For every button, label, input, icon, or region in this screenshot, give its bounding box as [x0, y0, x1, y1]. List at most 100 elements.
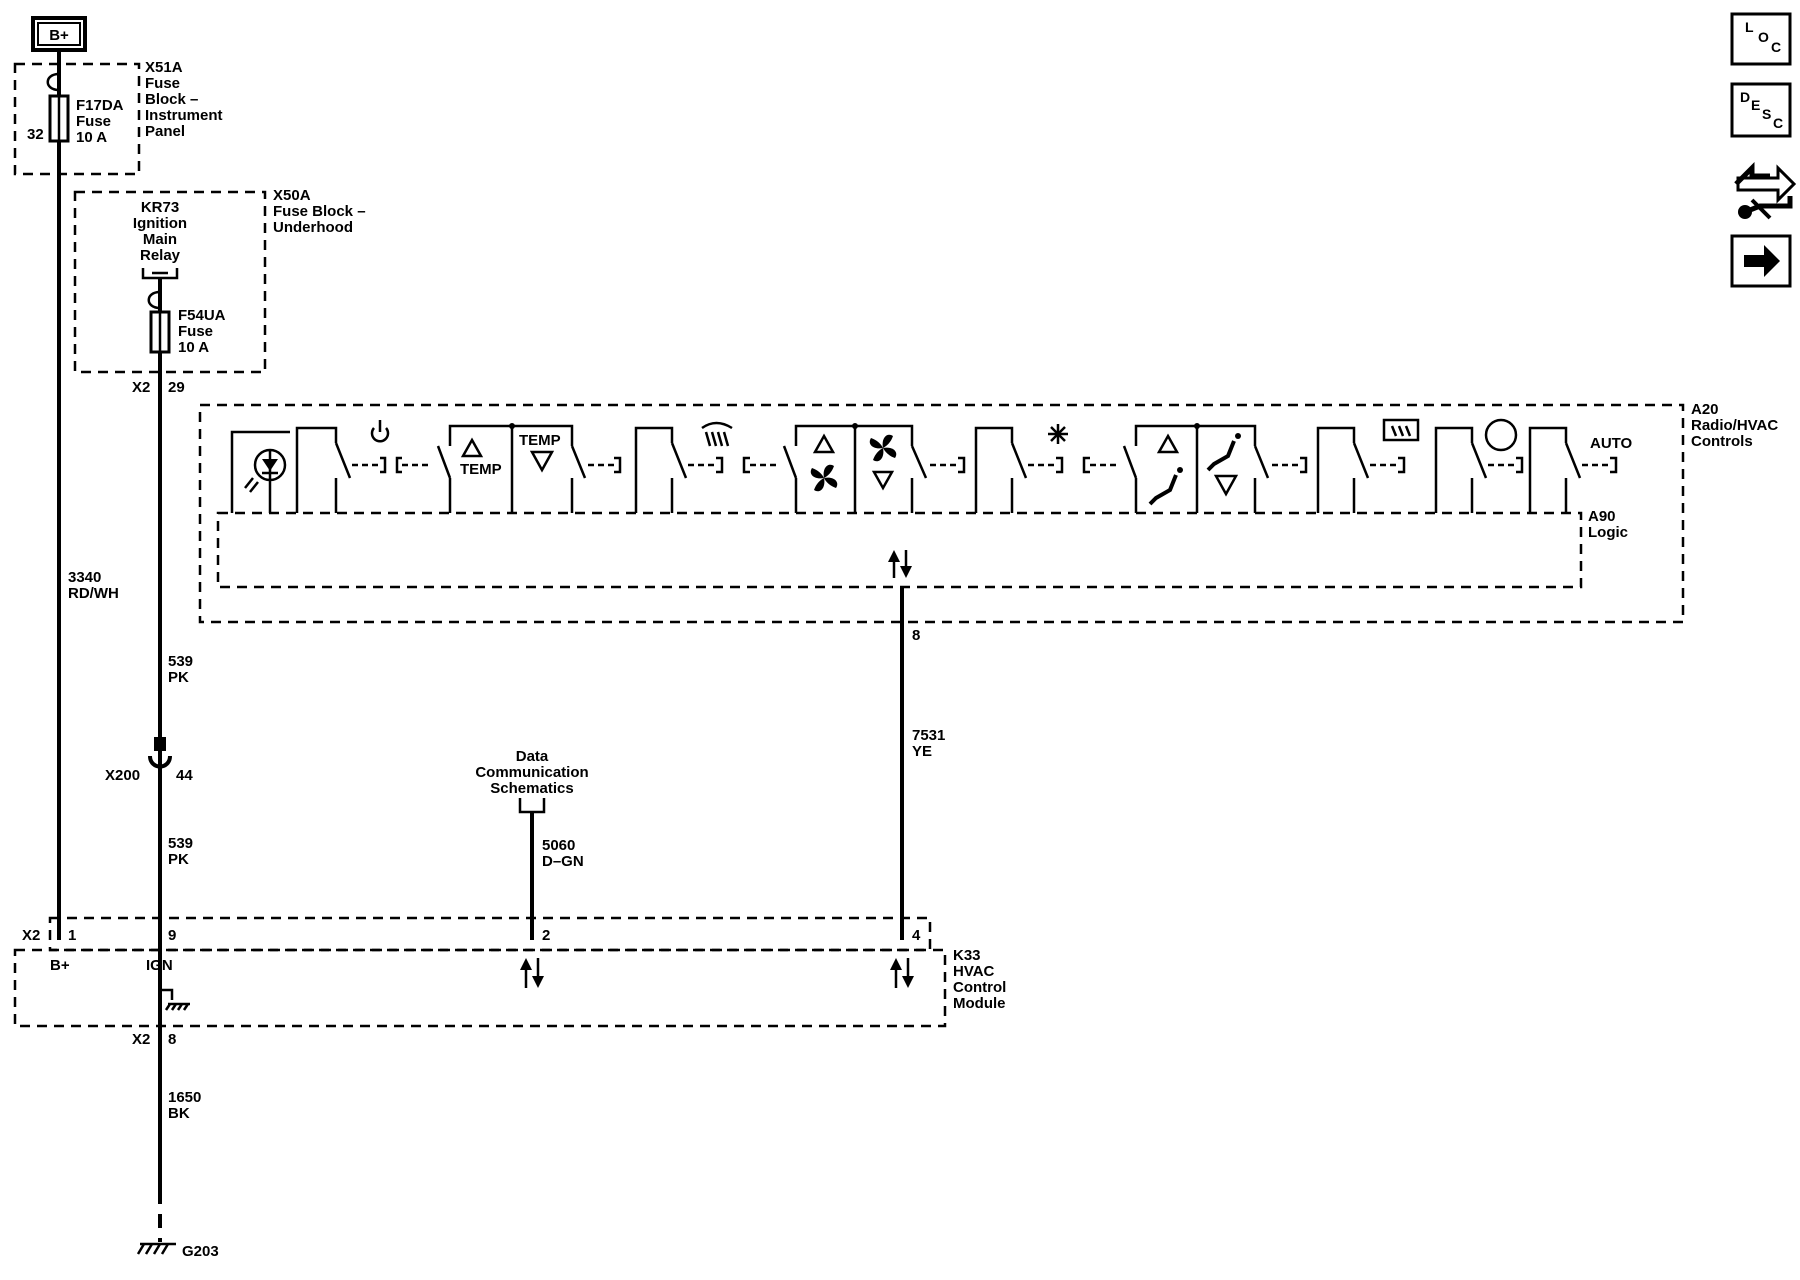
logic-name: Logic [1588, 524, 1628, 541]
wire-bk-color: BK [168, 1105, 190, 1122]
fuse-ip-word: Fuse [76, 113, 111, 130]
fuse-block-uh-name-1: Fuse Block – [273, 203, 366, 220]
bidirectional-arrow-icon-3 [890, 958, 914, 988]
hvac-control-module: X2 1 B+ 9 IGN 2 4 K33 HVAC Control Modul… [13, 916, 1006, 1028]
switch-ac[interactable] [974, 424, 1068, 513]
fuse-uh-rating: 10 A [178, 339, 209, 356]
switch-power[interactable] [295, 420, 390, 513]
bidirectional-arrow-icon [888, 550, 912, 578]
radio-hvac-id: A20 [1691, 401, 1719, 418]
relay-line-2: Ignition [133, 215, 187, 232]
loc-icon[interactable]: L O C [1730, 12, 1792, 66]
wire-ye-color: YE [912, 743, 932, 760]
fuse-block-ip-name-2: Block – [145, 91, 198, 108]
switch-fan-down[interactable] [855, 424, 966, 513]
relay-line-4: Relay [140, 247, 181, 264]
ground-id: G203 [182, 1243, 219, 1260]
switch-auto[interactable]: AUTO [1528, 426, 1633, 513]
module-pin-4: 4 [912, 927, 921, 944]
module-pin-1-label: B+ [50, 957, 70, 974]
module-id: K33 [953, 947, 981, 964]
fuse-block-ip-name-3: Instrument [145, 107, 223, 124]
wire-rdwh-circuit: 3340 [68, 569, 101, 586]
internal-ground-icon [160, 988, 190, 1011]
temp-up-label: TEMP [460, 461, 502, 478]
inline-connector-id: X200 [105, 767, 140, 784]
switch-seat-down[interactable] [1197, 424, 1308, 513]
module-name-1: HVAC [953, 963, 995, 980]
fuse-block-uh-name-2: Underhood [273, 219, 353, 236]
svg-text:L: L [1745, 19, 1754, 35]
temp-up-arrow-icon [460, 437, 484, 458]
power-icon [370, 420, 390, 443]
wire-ye-circuit: 7531 [912, 727, 945, 744]
fuse-uh-pin: 29 [168, 379, 185, 396]
seat-icon [1148, 467, 1183, 506]
fuse-uh-id: F54UA [178, 307, 226, 324]
svg-text:O: O [1758, 29, 1769, 45]
wire-bk-circuit: 1650 [168, 1089, 201, 1106]
seat-icon-2 [1206, 433, 1241, 472]
relay-contact-icon [141, 268, 179, 280]
switch-temp-down[interactable]: TEMP [512, 424, 622, 513]
bidirectional-arrow-icon-2 [520, 958, 544, 988]
wire-dgn-color: D–GN [542, 853, 584, 870]
fuse-block-ip-name-1: Fuse [145, 75, 180, 92]
wire-pk-lower-color: PK [168, 851, 189, 868]
fuse-block-ip: 32 F17DA Fuse 10 A X51A Fuse Block – Ins… [13, 59, 223, 176]
switch-recirc[interactable] [1434, 418, 1524, 513]
desc-icon[interactable]: D E S C [1730, 82, 1792, 138]
switch-seat-up[interactable] [1082, 424, 1199, 513]
module-pin-2: 2 [542, 927, 550, 944]
module-pin-1: 1 [68, 927, 76, 944]
radio-hvac-name-1: Radio/HVAC [1691, 417, 1778, 434]
fuse-ip-rating: 10 A [76, 129, 107, 146]
inline-connector-pin: 44 [176, 767, 193, 784]
relay-line-3: Main [143, 231, 177, 248]
temp-down-arrow-icon [529, 450, 555, 473]
temp-down-label: TEMP [519, 432, 561, 449]
wire-rdwh-color: RD/WH [68, 585, 119, 602]
radio-hvac-pin: 8 [912, 627, 920, 644]
fuse-uh-connector: X2 [132, 379, 150, 396]
module-connector: X2 [22, 927, 40, 944]
module-pin-9: 9 [168, 927, 176, 944]
ground-g203-icon [136, 1242, 176, 1255]
fan-down-arrow-icon [871, 470, 895, 491]
fuse-block-uh-id: X50A [273, 187, 311, 204]
logic-id: A90 [1588, 508, 1616, 525]
fuse-block-ip-name-4: Panel [145, 123, 185, 140]
fan-icon-2 [869, 434, 897, 462]
relay-line-1: KR73 [141, 199, 179, 216]
module-ground-pin: 8 [168, 1031, 176, 1048]
svg-text:S: S [1762, 106, 1771, 122]
svg-text:C: C [1771, 39, 1781, 55]
seat-up-arrow-icon [1156, 433, 1180, 454]
connector-view-icon[interactable] [1734, 161, 1797, 220]
data-comm-line-1: Data [516, 748, 549, 765]
svg-text:C: C [1773, 115, 1783, 131]
module-name-2: Control [953, 979, 1006, 996]
radio-hvac-controls: A20 Radio/HVAC Controls A90 Logic [198, 401, 1778, 624]
switch-rear-defog[interactable] [1316, 418, 1420, 513]
next-arrow-icon[interactable] [1730, 234, 1792, 288]
fuse-block-ip-id: X51A [145, 59, 183, 76]
module-name-3: Module [953, 995, 1006, 1012]
module-pin-9-label: IGN [146, 957, 173, 974]
defrost-icon [701, 421, 733, 447]
svg-text:E: E [1751, 97, 1760, 113]
wire-pk-upper-color: PK [168, 669, 189, 686]
radio-hvac-name-2: Controls [1691, 433, 1753, 450]
fan-icon [810, 464, 838, 492]
module-ground-connector: X2 [132, 1031, 150, 1048]
fan-up-arrow-icon [812, 433, 836, 454]
switch-temp-up[interactable]: TEMP [395, 424, 514, 513]
rear-defog-icon [1382, 418, 1420, 442]
switch-defrost[interactable] [634, 421, 733, 513]
auto-label: AUTO [1590, 435, 1633, 452]
fuse-block-uh: KR73 Ignition Main Relay F54UA Fuse 10 A… [73, 187, 366, 1035]
inline-connector-x200: X200 44 [105, 737, 193, 784]
fuse-ip-pin: 32 [27, 126, 44, 143]
switch-fan-up[interactable] [742, 424, 857, 513]
